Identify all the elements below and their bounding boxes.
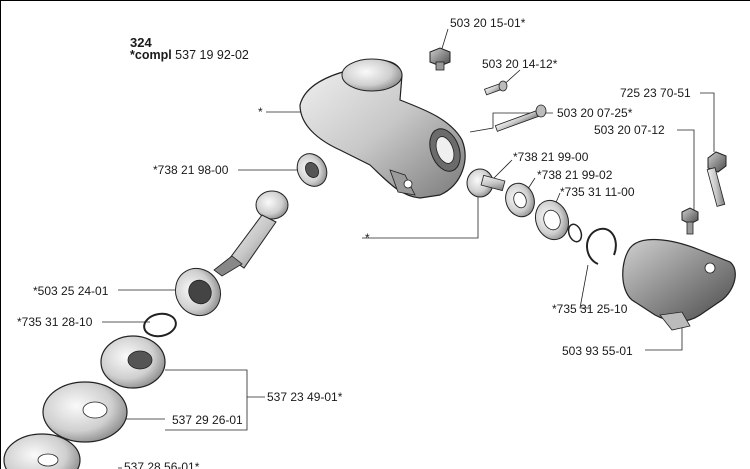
guard-bracket bbox=[622, 238, 736, 331]
part-label: *735 31 11-00 bbox=[560, 185, 635, 199]
bracket-p16 bbox=[165, 369, 248, 431]
part-label: 503 93 55-01 bbox=[562, 344, 633, 358]
part-label: *735 31 25-10 bbox=[552, 302, 628, 316]
leader-p5 bbox=[677, 129, 695, 210]
pinion-gear bbox=[466, 168, 506, 198]
part-label: * bbox=[365, 231, 370, 245]
circlip-735-31-28-10 bbox=[143, 312, 177, 338]
part-label: *738 21 98-00 bbox=[153, 163, 229, 177]
part-label: * bbox=[258, 105, 263, 119]
bearing-738-21-99-00 bbox=[505, 182, 535, 218]
gear-housing bbox=[299, 58, 466, 199]
top-border bbox=[0, 0, 750, 1]
bevel-gear-shaft bbox=[213, 190, 289, 277]
left-border bbox=[0, 0, 1, 469]
plug-screw bbox=[429, 47, 451, 71]
leader-p3 bbox=[469, 112, 553, 133]
part-label: *738 21 99-02 bbox=[537, 168, 613, 182]
leader-p13 bbox=[362, 196, 479, 239]
part-label: 503 20 07-25* bbox=[557, 106, 633, 120]
part-label: 725 23 70-51 bbox=[620, 86, 691, 100]
leader-p6 bbox=[491, 159, 513, 181]
bearing-503-25-24-01 bbox=[174, 267, 222, 317]
compl-prefix: *compl bbox=[130, 48, 172, 62]
leader-p9 bbox=[579, 264, 590, 309]
part-label: 503 20 15-01* bbox=[450, 16, 526, 30]
circlip-large bbox=[586, 227, 617, 265]
support-cup bbox=[3, 433, 81, 469]
part-label: 537 23 49-01* bbox=[267, 390, 343, 404]
short-screw bbox=[484, 80, 508, 96]
leader-p4 bbox=[700, 92, 715, 152]
circlip-small bbox=[567, 223, 583, 243]
washer-537-29-26-01 bbox=[42, 381, 128, 443]
part-label: 537 28 56-01* bbox=[124, 460, 200, 469]
part-label: 537 29 26-01 bbox=[172, 413, 243, 427]
flange-upper bbox=[100, 335, 166, 389]
bearing-upper bbox=[296, 153, 328, 187]
complete-assembly-label: *compl 537 19 92-02 bbox=[130, 48, 249, 62]
part-label: *735 31 28-10 bbox=[17, 315, 93, 329]
part-label: 503 20 14-12* bbox=[482, 57, 558, 71]
screw-503-20-07-12 bbox=[681, 207, 699, 235]
part-label: *738 21 99-00 bbox=[513, 150, 589, 164]
part-label: 503 20 07-12 bbox=[594, 123, 665, 137]
bearing-738-21-99-02 bbox=[534, 199, 570, 241]
bolt-725-23-70-51 bbox=[706, 151, 727, 207]
long-screw bbox=[494, 104, 547, 132]
part-label: *503 25 24-01 bbox=[33, 284, 109, 298]
figure-number: 324 bbox=[130, 35, 152, 50]
compl-part-number: 537 19 92-02 bbox=[175, 48, 249, 62]
